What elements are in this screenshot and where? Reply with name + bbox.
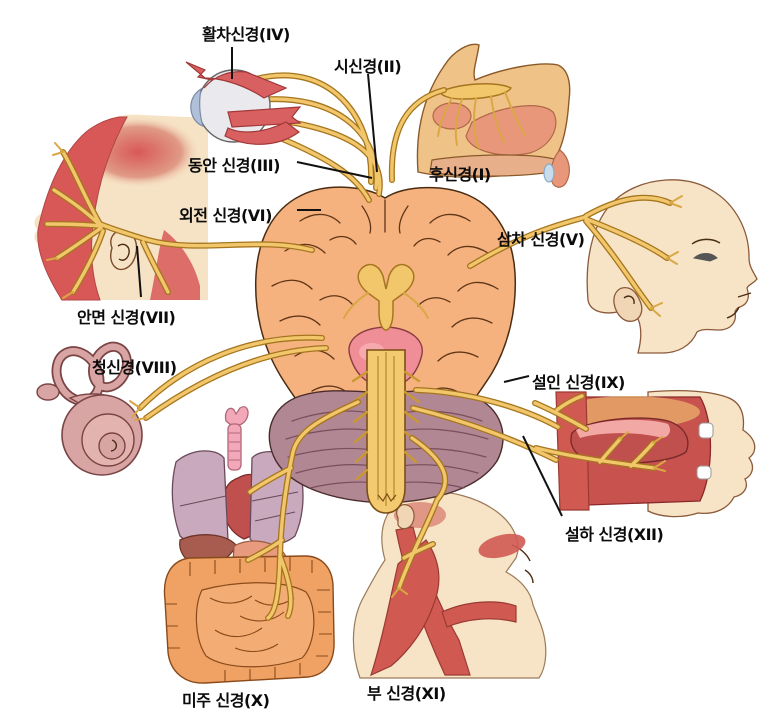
neck-illustration <box>352 491 547 679</box>
label-leader-lines <box>136 47 563 517</box>
jaw-muscle <box>478 533 526 559</box>
label-trigeminal-nerve: 삼차 신경(V) <box>497 230 585 249</box>
lateral-rectus-muscle <box>227 106 302 128</box>
trachea <box>227 423 242 471</box>
trapezius <box>370 539 440 677</box>
inferior-muscle <box>224 121 300 145</box>
nerve-fork-tips <box>46 142 683 598</box>
leader-glossopharyngeal <box>503 375 530 383</box>
label-abducens-nerve: 외전 신경(VI) <box>179 206 272 225</box>
superior-muscle <box>185 61 288 99</box>
nerve-rootlets <box>351 370 421 481</box>
olfactory-branches <box>437 91 526 149</box>
shoulder-muscle <box>441 601 517 628</box>
pharynx-muscle <box>555 391 590 511</box>
label-trochlear-nerve: 활차신경(IV) <box>202 25 290 44</box>
label-vestibulocochlear-nerve: 청신경(VIII) <box>92 358 177 377</box>
label-accessory-nerve: 부 신경(XI) <box>367 684 446 703</box>
viscera-illustration <box>163 406 335 684</box>
label-olfactory-nerve: 후신경(I) <box>429 165 491 184</box>
leader-optic <box>367 73 378 173</box>
leader-oculomotor <box>296 161 373 179</box>
nasal-cavity-illustration <box>416 43 571 188</box>
head-profile-illustration <box>586 179 758 354</box>
mucus-drop <box>543 163 555 183</box>
tongue-surface <box>576 419 671 438</box>
intestine-folds <box>165 557 332 682</box>
cord-cut-edge <box>377 492 397 503</box>
label-oculomotor-nerve: 동안 신경(III) <box>188 156 280 175</box>
label-facial-nerve: 안면 신경(VII) <box>77 308 176 327</box>
olfactory-bulb <box>439 83 513 100</box>
gyri-lines <box>271 199 499 398</box>
canal-ampulla <box>36 383 60 401</box>
ear-outline <box>613 287 643 322</box>
larynx <box>224 406 249 427</box>
label-hypoglossal-nerve: 설하 신경(XII) <box>565 525 664 544</box>
small-intestine <box>195 582 315 668</box>
left-lung <box>171 450 229 546</box>
leader-facial <box>136 245 142 298</box>
label-optic-nerve: 시신경(II) <box>334 57 402 76</box>
eye-illustration <box>185 61 302 145</box>
tooth-lower <box>696 465 712 480</box>
cornea <box>190 87 204 127</box>
mouth-illustration <box>555 390 756 518</box>
uvula <box>550 149 570 188</box>
inner-ear-illustration <box>36 341 143 476</box>
label-glossopharyngeal-nerve: 설인 신경(IX) <box>532 373 625 392</box>
turbinates <box>465 105 557 156</box>
ear-outline <box>396 504 415 530</box>
tooth-upper <box>698 422 714 439</box>
eye <box>692 253 718 262</box>
leader-hypoglossal <box>522 435 563 517</box>
label-vagus-nerve: 미주 신경(X) <box>182 691 270 710</box>
optic-chiasm <box>357 263 415 331</box>
